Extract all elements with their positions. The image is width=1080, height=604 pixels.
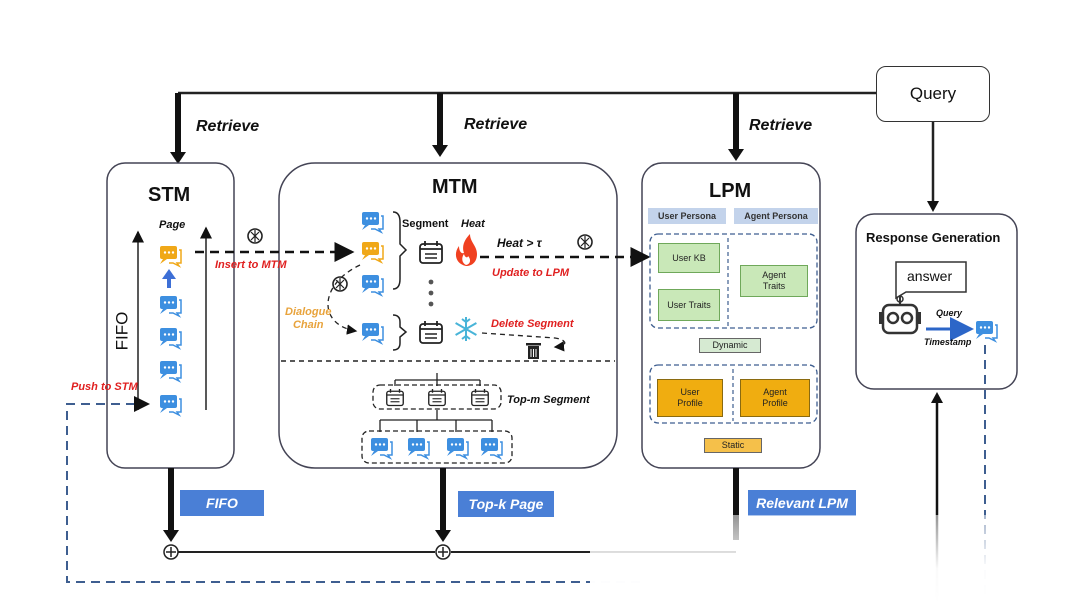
insert-to-mtm-label: Insert to MTM xyxy=(215,259,287,271)
fifo-output-tag: FIFO xyxy=(180,490,264,516)
calendar-segment-icon xyxy=(471,388,489,407)
mtm-title: MTM xyxy=(432,176,478,198)
top-k-page-tag: Top-k Page xyxy=(458,491,554,517)
lpm-title: LPM xyxy=(709,180,752,202)
openai-logo-icon xyxy=(247,228,263,244)
retrieve-label: Retrieve xyxy=(196,118,260,135)
query-small-label: Query xyxy=(936,308,963,318)
push-to-stm-label: Push to STM xyxy=(71,381,138,393)
calendar-segment-icon xyxy=(419,240,443,264)
heat-threshold-label: Heat > τ xyxy=(497,236,542,250)
retrieve-label: Retrieve xyxy=(464,116,528,133)
retrieve-label: Retrieve xyxy=(749,117,813,134)
dialogue-chain-arrow xyxy=(327,264,361,335)
stm-title: STM xyxy=(148,184,191,206)
response-panel xyxy=(855,213,1018,390)
dynamic-label: Dynamic xyxy=(699,338,761,353)
top-m-segment-label: Top-m Segment xyxy=(507,394,590,406)
relevant-lpm-tag: Relevant LPM xyxy=(748,490,856,516)
agent-profile-cell: Agent Profile xyxy=(740,379,810,417)
user-persona-header: User Persona xyxy=(648,208,726,224)
delete-segment-arrow xyxy=(481,332,566,352)
query-label: Query xyxy=(909,84,957,103)
calendar-segment-icon xyxy=(386,388,404,407)
user-profile-cell: User Profile xyxy=(657,379,723,417)
fire-icon xyxy=(455,234,477,266)
agent-persona-header: Agent Persona xyxy=(734,208,818,224)
update-to-lpm-label: Update to LPM xyxy=(492,267,569,279)
response-generation-title: Response Generation xyxy=(866,230,1001,245)
heat-label: Heat xyxy=(461,218,485,230)
answer-bubble xyxy=(895,261,967,300)
dialogue-chain-label: Dialogue Chain xyxy=(285,306,332,331)
timestamp-label: Timestamp xyxy=(924,337,972,347)
page-label: Page xyxy=(159,219,186,231)
segment-label: Segment xyxy=(402,218,449,230)
bottom-fade-overlay xyxy=(590,515,1030,604)
agent-traits-cell: Agent Traits xyxy=(740,265,808,297)
fifo-vertical-label: FIFO xyxy=(112,311,132,351)
mtm-panel xyxy=(278,162,618,469)
user-traits-cell: User Traits xyxy=(658,289,720,321)
user-kb-cell: User KB xyxy=(658,243,720,273)
push-to-stm-arrow xyxy=(66,396,640,583)
static-group xyxy=(649,364,818,424)
dynamic-group xyxy=(649,233,818,329)
query-box: Query xyxy=(876,66,990,122)
static-label: Static xyxy=(704,438,762,453)
calendar-segment-icon xyxy=(419,320,443,344)
answer-text: answer xyxy=(907,268,953,284)
delete-segment-label: Delete Segment xyxy=(491,318,574,330)
calendar-segment-icon xyxy=(428,388,446,407)
snowflake-icon xyxy=(455,317,477,341)
trash-icon xyxy=(526,343,541,359)
top-m-segment-group xyxy=(372,384,502,410)
robot-icon xyxy=(879,293,921,335)
page-group xyxy=(361,430,513,464)
